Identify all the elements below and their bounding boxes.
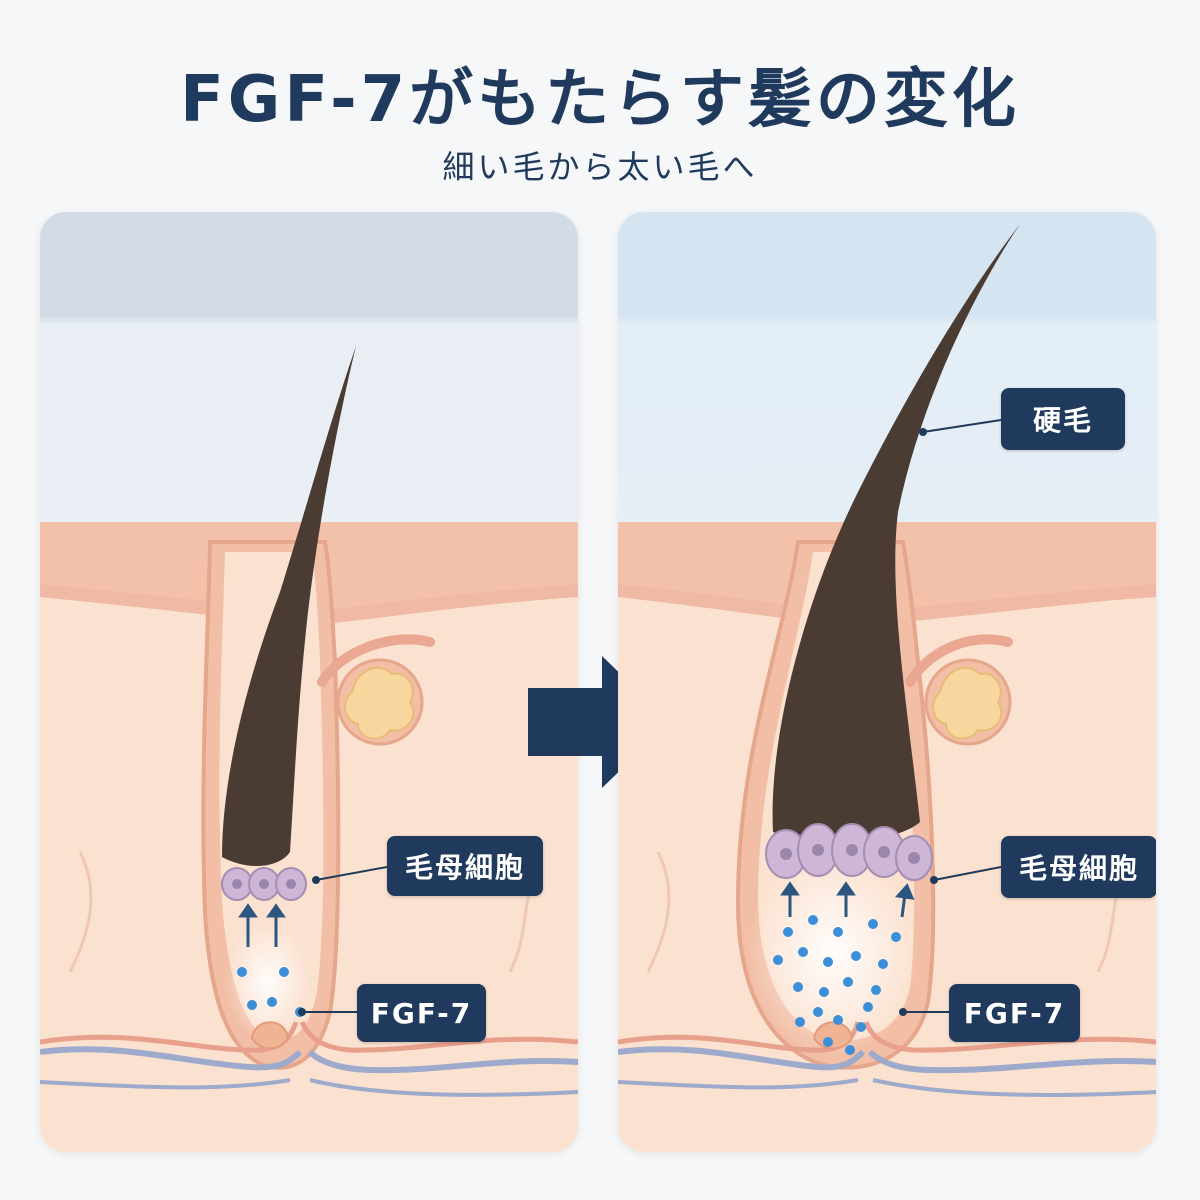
sebaceous-gland bbox=[344, 666, 415, 740]
thin-hair-illustration bbox=[40, 212, 578, 1152]
label-fgf7-left: FGF-7 bbox=[357, 984, 486, 1042]
label-matrix-cells-left: 毛母細胞 bbox=[387, 836, 543, 896]
label-matrix-cells-right: 毛母細胞 bbox=[1001, 836, 1156, 898]
matrix-cells-left bbox=[221, 867, 307, 901]
matrix-cells-right bbox=[765, 823, 933, 881]
page-subtitle: 細い毛から太い毛へ bbox=[442, 148, 758, 186]
left-panel-thin-hair: 毛母細胞 FGF-7 bbox=[40, 212, 578, 1152]
thick-hair-shaft bbox=[772, 224, 1020, 843]
sebaceous-gland bbox=[932, 666, 1003, 740]
page-title: FGF-7がもたらす髪の変化 bbox=[180, 63, 1020, 137]
label-terminal-hair: 硬毛 bbox=[1001, 388, 1125, 450]
growth-arrows-left bbox=[238, 903, 286, 947]
growth-arrows-right bbox=[780, 881, 915, 918]
thin-hair-shaft bbox=[222, 346, 356, 867]
fgf7-dots-right bbox=[773, 915, 901, 1055]
label-fgf7-right: FGF-7 bbox=[949, 984, 1080, 1042]
right-panel-thick-hair: 硬毛 毛母細胞 FGF-7 bbox=[618, 212, 1156, 1152]
thick-hair-illustration bbox=[618, 212, 1156, 1152]
